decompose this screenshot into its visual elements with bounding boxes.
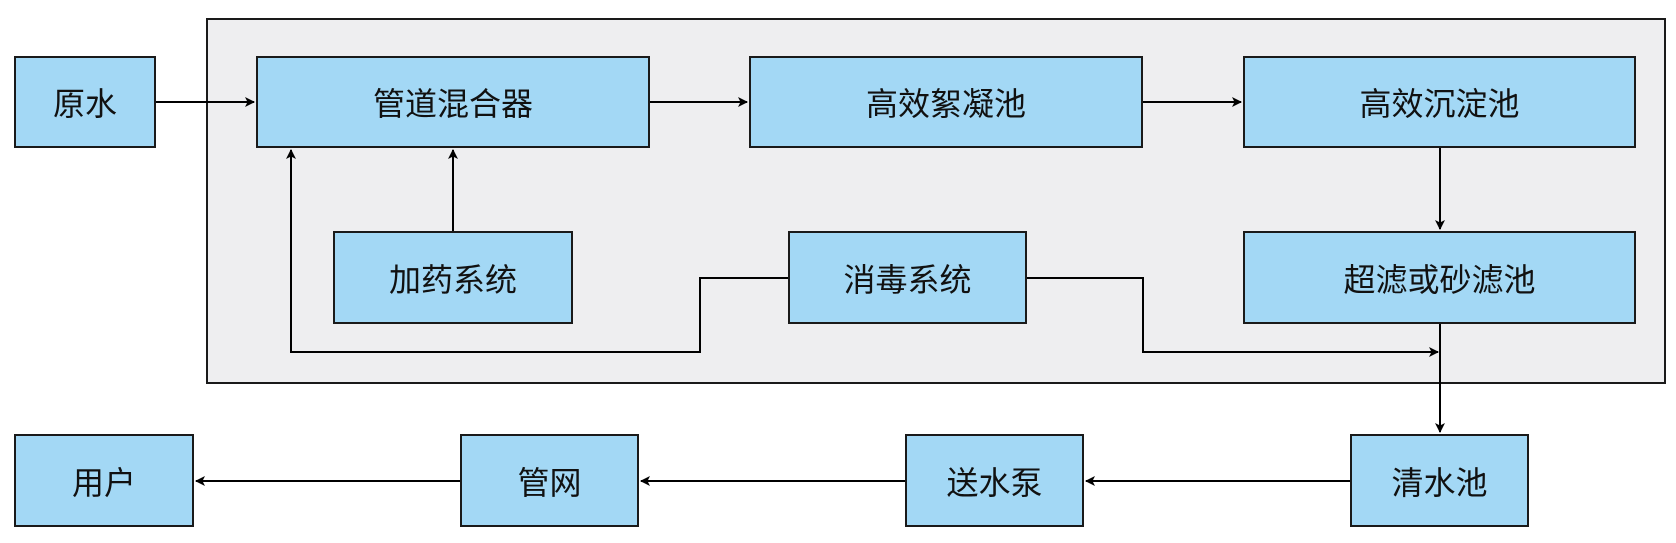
node-label: 送水泵: [946, 463, 1043, 502]
node-label: 消毒系统: [843, 260, 972, 299]
node-sedimentation: 高效沉淀池: [1243, 56, 1636, 148]
node-label: 原水: [52, 85, 117, 123]
node-label: 加药系统: [388, 260, 517, 299]
node-label: 管道混合器: [372, 85, 533, 123]
node-label: 高效沉淀池: [1359, 85, 1520, 123]
node-label: 清水池: [1391, 463, 1488, 502]
node-label: 用户: [71, 463, 136, 502]
node-users: 用户: [14, 434, 194, 527]
node-pipe-mixer: 管道混合器: [256, 56, 650, 148]
node-dosing: 加药系统: [333, 231, 573, 324]
arrow-disinfection-to-mixer: [286, 149, 788, 353]
node-label: 高效絮凝池: [865, 85, 1026, 123]
node-label: 超滤或砂滤池: [1343, 260, 1536, 299]
node-raw-water: 原水: [14, 56, 156, 148]
node-clear-water-tank: 清水池: [1350, 434, 1529, 527]
node-delivery-pump: 送水泵: [905, 434, 1084, 527]
node-flocculation: 高效絮凝池: [749, 56, 1143, 148]
arrow-disinfection-to-filtration-outlet: [1027, 277, 1439, 357]
node-filtration: 超滤或砂滤池: [1243, 231, 1636, 324]
node-disinfection: 消毒系统: [788, 231, 1027, 324]
node-label: 管网: [517, 463, 582, 502]
node-pipe-network: 管网: [460, 434, 639, 527]
